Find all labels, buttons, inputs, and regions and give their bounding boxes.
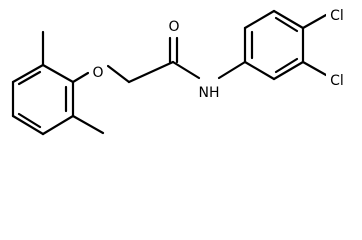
chemical-structure-diagram: O O NH Cl Cl bbox=[11, 6, 348, 136]
ring-a-bond-1 bbox=[41, 63, 75, 84]
carbonyl-nitrogen-bond bbox=[171, 60, 201, 80]
ring-b-bond-3 bbox=[272, 9, 305, 30]
ring-a-double-3 bbox=[17, 70, 42, 86]
ring-a-bond-6 bbox=[11, 63, 45, 84]
ring-a-double-2 bbox=[17, 112, 42, 129]
atom-labels: O O NH Cl Cl bbox=[89, 6, 348, 104]
chlorine-meta-label: Cl bbox=[330, 73, 344, 89]
chlorine-meta-bond bbox=[301, 60, 328, 77]
nitrogen-aryl-bond bbox=[217, 60, 247, 80]
chlorine-para-label: Cl bbox=[330, 8, 344, 24]
carbonyl-oxygen-label: O bbox=[168, 19, 179, 35]
ring-b-bond-2 bbox=[243, 9, 276, 30]
amide-nitrogen-label: NH bbox=[199, 85, 220, 101]
acetamide-linker bbox=[71, 36, 247, 84]
dimethylphenyl-ring bbox=[11, 30, 105, 136]
ether-oxygen-label: O bbox=[92, 65, 103, 81]
dichlorophenyl-ring bbox=[243, 9, 328, 81]
ring-b-double-3 bbox=[274, 57, 299, 74]
ring-a-bond-4 bbox=[11, 114, 45, 136]
methyl-bottom bbox=[71, 114, 105, 135]
chlorine-para-bond bbox=[301, 13, 328, 30]
methylene-carbonyl-bond bbox=[127, 60, 175, 84]
aryl-oxygen-bond bbox=[71, 71, 90, 84]
ring-b-bond-5 bbox=[272, 60, 305, 81]
ring-b-bond-6 bbox=[243, 60, 276, 81]
ring-b-double-2 bbox=[274, 16, 299, 33]
oxygen-methylene-bond bbox=[106, 64, 131, 84]
ring-a-bond-3 bbox=[41, 114, 75, 136]
